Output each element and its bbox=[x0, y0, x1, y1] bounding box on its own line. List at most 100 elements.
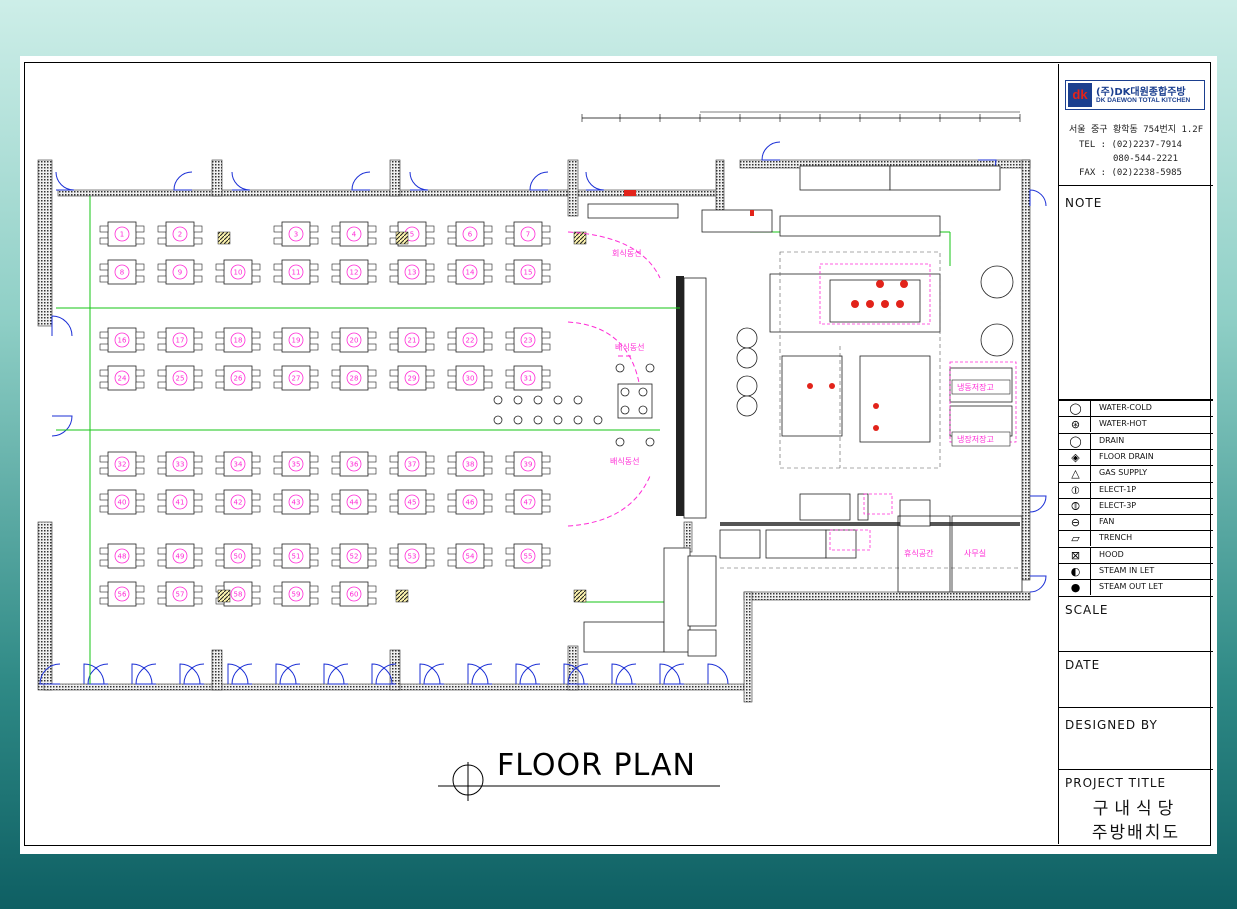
chair bbox=[157, 331, 167, 339]
table-top bbox=[165, 365, 195, 391]
chair bbox=[309, 369, 319, 377]
chair bbox=[483, 381, 493, 389]
stool bbox=[553, 395, 563, 405]
chair bbox=[135, 597, 145, 605]
logo-mark: dk bbox=[1068, 83, 1092, 107]
chair bbox=[331, 559, 341, 567]
chair bbox=[483, 225, 493, 233]
door bbox=[515, 663, 537, 685]
legend-item: ⊖FAN bbox=[1059, 514, 1213, 531]
dining-table: 51 bbox=[273, 543, 319, 569]
chair bbox=[193, 263, 203, 271]
dining-table: 50 bbox=[215, 543, 261, 569]
table-number-marker bbox=[114, 226, 130, 242]
table-number-marker bbox=[288, 456, 304, 472]
chair bbox=[135, 343, 145, 351]
table-number-marker bbox=[172, 226, 188, 242]
table-number: 56 bbox=[118, 591, 127, 599]
return-line-label: 회식동선 bbox=[612, 249, 641, 258]
dining-table: 46 bbox=[447, 489, 493, 515]
chair bbox=[215, 369, 225, 377]
table-number-marker bbox=[520, 332, 536, 348]
chair bbox=[215, 343, 225, 351]
table-number-marker bbox=[114, 456, 130, 472]
serving-flow-lines bbox=[567, 231, 661, 527]
door bbox=[471, 663, 493, 685]
table-number: 40 bbox=[118, 499, 127, 507]
table-top bbox=[397, 543, 427, 569]
pillar bbox=[573, 589, 587, 603]
table-top bbox=[107, 221, 137, 247]
table-number: 22 bbox=[466, 337, 475, 345]
staff-room-label: 휴식공간 bbox=[904, 548, 934, 558]
chair bbox=[135, 455, 145, 463]
chair bbox=[309, 585, 319, 593]
chair bbox=[193, 455, 203, 463]
chair bbox=[367, 493, 377, 501]
chair bbox=[425, 467, 435, 475]
table-top bbox=[165, 327, 195, 353]
chair bbox=[367, 343, 377, 351]
chair bbox=[367, 467, 377, 475]
table-number-marker bbox=[520, 456, 536, 472]
chair bbox=[309, 343, 319, 351]
chair bbox=[425, 275, 435, 283]
stool bbox=[615, 437, 625, 447]
table-number-marker bbox=[346, 264, 362, 280]
chair bbox=[273, 369, 283, 377]
dining-table: 9 bbox=[157, 259, 203, 285]
legend-item: ⊛WATER-HOT bbox=[1059, 416, 1213, 433]
chair bbox=[541, 381, 551, 389]
chair bbox=[309, 381, 319, 389]
chair bbox=[541, 263, 551, 271]
chair bbox=[447, 467, 457, 475]
chair bbox=[425, 343, 435, 351]
table-number: 25 bbox=[176, 375, 185, 383]
dining-table: 31 bbox=[505, 365, 551, 391]
chair bbox=[251, 343, 261, 351]
chair bbox=[483, 559, 493, 567]
title-block: dk (주)DK대원종합주방 DK DAEWON TOTAL KITCHEN 서… bbox=[1058, 64, 1213, 844]
chair bbox=[505, 263, 515, 271]
table-top bbox=[513, 365, 543, 391]
dining-pillars bbox=[217, 231, 587, 603]
table-number: 11 bbox=[292, 269, 301, 277]
table-number: 5 bbox=[410, 231, 414, 239]
legend-label: WATER-COLD bbox=[1099, 403, 1152, 412]
stool bbox=[553, 415, 563, 425]
chair bbox=[367, 225, 377, 233]
chair bbox=[331, 369, 341, 377]
chair bbox=[505, 331, 515, 339]
scale-label: SCALE bbox=[1065, 603, 1109, 617]
stool bbox=[513, 415, 523, 425]
chair bbox=[483, 467, 493, 475]
dining-table: 41 bbox=[157, 489, 203, 515]
table-top bbox=[339, 451, 369, 477]
stool bbox=[493, 415, 503, 425]
chair bbox=[215, 381, 225, 389]
chair bbox=[135, 493, 145, 501]
chair bbox=[193, 547, 203, 555]
table-number-marker bbox=[230, 586, 246, 602]
stool bbox=[533, 415, 543, 425]
table-number: 39 bbox=[524, 461, 533, 469]
chair bbox=[309, 331, 319, 339]
legend-item: ●STEAM OUT LET bbox=[1059, 579, 1213, 596]
table-number-marker bbox=[172, 264, 188, 280]
dining-table: 2 bbox=[157, 221, 203, 247]
gas-supply-icon: △ bbox=[1061, 466, 1091, 482]
dining-table: 13 bbox=[389, 259, 435, 285]
table-top bbox=[397, 489, 427, 515]
table-top bbox=[107, 327, 137, 353]
chair bbox=[273, 381, 283, 389]
chair bbox=[215, 505, 225, 513]
stool bbox=[573, 395, 583, 405]
table-number: 33 bbox=[176, 461, 185, 469]
chair bbox=[331, 381, 341, 389]
chair bbox=[331, 225, 341, 233]
chair bbox=[215, 331, 225, 339]
table-number: 54 bbox=[466, 553, 475, 561]
chair bbox=[215, 559, 225, 567]
chair bbox=[389, 225, 399, 233]
chair bbox=[215, 263, 225, 271]
